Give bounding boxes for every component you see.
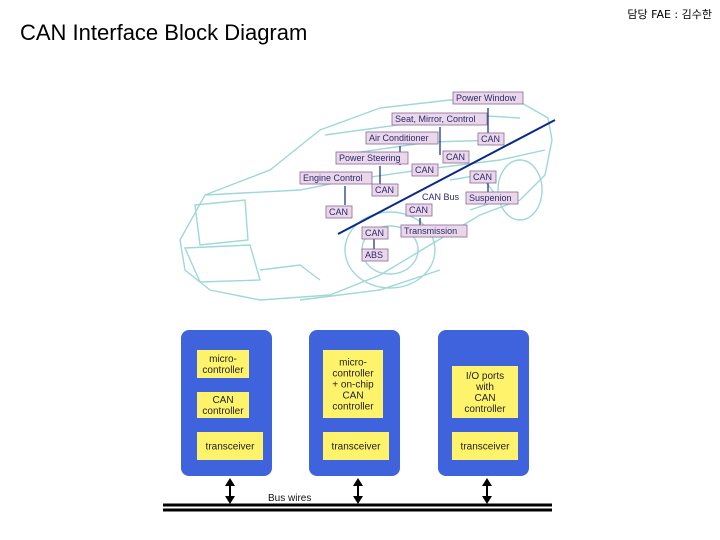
node-block: [452, 366, 518, 418]
ecu-box: [365, 131, 439, 145]
ecu-label: Transmission: [404, 226, 457, 236]
node-block: [197, 350, 249, 378]
ecu-box: [452, 91, 524, 105]
ecu-box: [400, 224, 468, 238]
ecu-box: [335, 151, 409, 165]
can-tag-label: CAN: [415, 165, 434, 175]
can-tag-box: [477, 132, 505, 146]
can-tag-box: [371, 183, 399, 197]
ecu-box: [391, 112, 488, 126]
bus-arrow-head: [482, 478, 492, 486]
ecu-label: Power Window: [456, 93, 517, 103]
node-block: [197, 392, 249, 418]
can-tag-box: [469, 170, 497, 184]
can-tag-label: CAN: [375, 185, 394, 195]
node-block: [323, 432, 389, 460]
ecu-label: Seat, Mirror, Control: [395, 114, 476, 124]
node-block-label: micro-controller: [202, 354, 244, 376]
ecu-box: [361, 248, 389, 262]
node-block: [452, 432, 518, 460]
car-can-bus-line: [337, 119, 556, 235]
ecu-label: Power Steering: [339, 153, 401, 163]
can-tag-box: [411, 163, 439, 177]
can-tag-label: CAN: [446, 152, 465, 162]
fae-contact: 담당 FAE : 김수한: [627, 8, 712, 21]
node-block-label: transceiver: [332, 442, 382, 453]
node-block: [323, 350, 383, 418]
can-tag-box: [361, 226, 389, 240]
can-tag-label: CAN: [481, 134, 500, 144]
can-bus-label: CAN Bus: [422, 192, 460, 202]
bus-arrow-head: [482, 496, 492, 504]
can-tag-label: CAN: [409, 205, 428, 215]
bus-arrows: [225, 478, 492, 504]
node-block: [197, 432, 263, 460]
bus-arrow-head: [225, 496, 235, 504]
bus-wires: Bus wires: [163, 493, 552, 512]
car-illustration: [179, 99, 553, 301]
can-tag-label: CAN: [365, 228, 384, 238]
can-tag-label: CAN: [473, 172, 492, 182]
node-block-label: transceiver: [206, 442, 256, 453]
node-block-label: transceiver: [461, 442, 511, 453]
can-tag-box: [442, 150, 470, 164]
bus-wires-label: Bus wires: [268, 493, 311, 504]
ecu-label: Suspenion: [469, 193, 512, 203]
bus-arrow-head: [353, 496, 363, 504]
ecu-label: Engine Control: [303, 173, 363, 183]
bus-arrow-head: [225, 478, 235, 486]
can-tag-label: CAN: [329, 207, 348, 217]
can-tag-box: [325, 205, 353, 219]
ecu-label: Air Conditioner: [369, 133, 429, 143]
page-title: CAN Interface Block Diagram: [20, 20, 308, 45]
ecu-box: [299, 171, 373, 185]
ecu-label: ABS: [365, 250, 383, 260]
bus-arrow-head: [353, 478, 363, 486]
can-tag-box: [405, 203, 433, 217]
ecu-box: [465, 191, 519, 205]
